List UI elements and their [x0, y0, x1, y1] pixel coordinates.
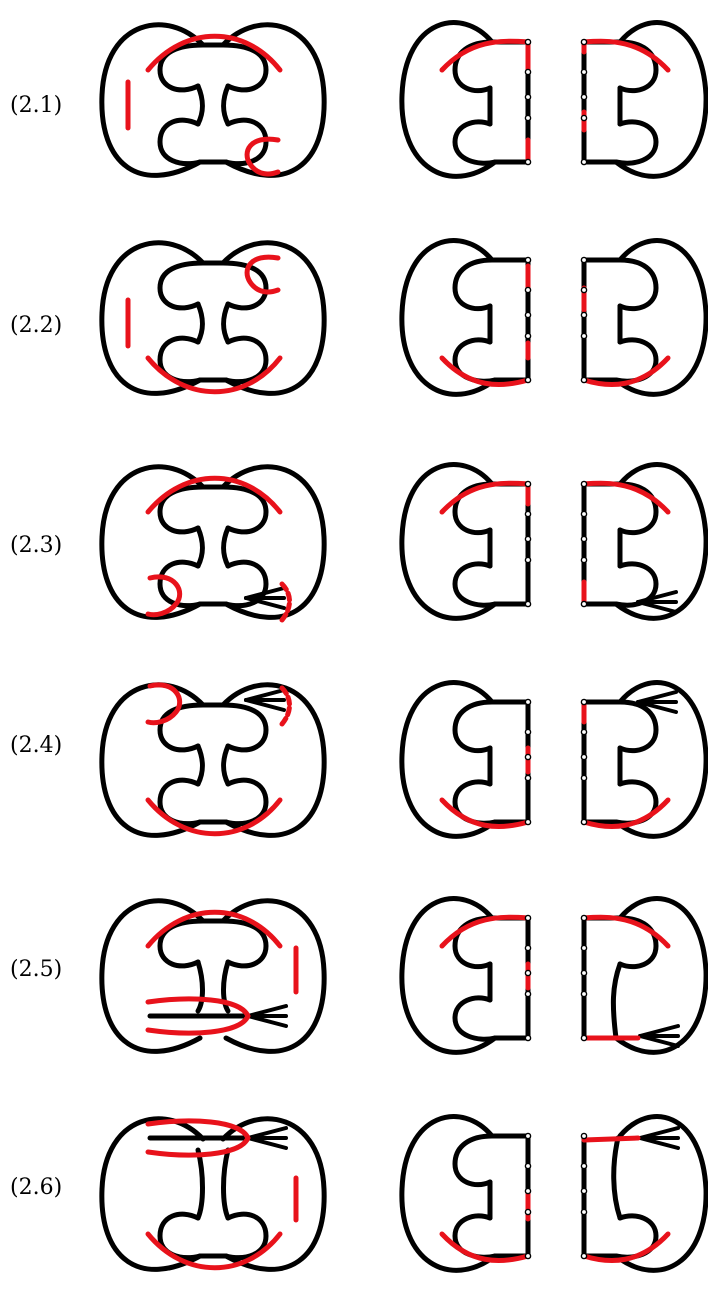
- left-half-surface: [402, 683, 528, 837]
- red-curves: [125, 254, 280, 392]
- red-curves: [145, 478, 292, 623]
- row-2-4: [102, 683, 706, 837]
- equation-label-2-2: (2.2): [10, 313, 62, 338]
- row-labels: (2.1) (2.2) (2.3) (2.4) (2.5) (2.6): [10, 93, 62, 1200]
- left-half-surface: [399, 896, 531, 1055]
- red-curves: [145, 912, 299, 1036]
- fan-spike: [246, 1004, 288, 1028]
- red-curves-cut: [442, 483, 668, 605]
- red-curves-cut: [442, 263, 668, 385]
- red-curves: [145, 682, 292, 834]
- row-2-3: [102, 465, 706, 623]
- row-2-6: [99, 1114, 708, 1273]
- full-surface: [102, 243, 324, 394]
- red-curves-cut: [442, 917, 668, 1041]
- equation-label-2-6: (2.6): [10, 1175, 62, 1200]
- row-2-2: [102, 241, 706, 395]
- right-half-surface: [584, 241, 706, 395]
- equation-label-2-3: (2.3): [10, 533, 62, 558]
- fan-spike: [246, 1126, 288, 1150]
- red-curves-cut: [442, 41, 668, 163]
- full-surface: [102, 25, 324, 176]
- row-2-5: [99, 896, 708, 1055]
- left-half-surface: [399, 1114, 531, 1273]
- fan-spike: [638, 1126, 680, 1150]
- red-curves-cut: [442, 699, 668, 827]
- full-surface: [99, 1116, 327, 1272]
- full-surface: [99, 898, 327, 1054]
- left-half-surface: [402, 465, 528, 619]
- fan-spike: [638, 1024, 680, 1048]
- left-half-surface: [402, 23, 528, 177]
- equation-label-2-5: (2.5): [10, 957, 62, 982]
- equation-label-2-1: (2.1): [10, 93, 62, 118]
- red-curves-cut: [442, 1135, 668, 1261]
- left-half-surface: [402, 241, 528, 395]
- right-half-surface: [584, 23, 706, 177]
- red-curves: [125, 36, 280, 177]
- right-half-surface: [584, 465, 706, 619]
- red-curves: [145, 1118, 299, 1268]
- fan-spike: [636, 590, 678, 614]
- row-2-1: [102, 23, 706, 177]
- right-half-surface: [581, 896, 708, 1055]
- equation-label-2-4: (2.4): [10, 733, 62, 758]
